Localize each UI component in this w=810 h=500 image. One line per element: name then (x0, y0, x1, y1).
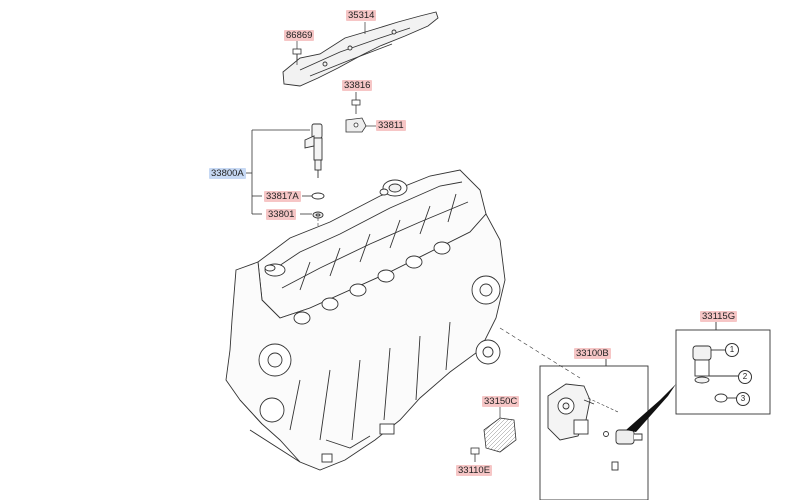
part-label-33800A[interactable]: 33800A (209, 168, 246, 179)
clamp-33811-illustration (345, 117, 367, 133)
part-label-33100B[interactable]: 33100B (574, 348, 611, 359)
injector-illustration (304, 123, 323, 178)
part-label-33816[interactable]: 33816 (342, 80, 373, 91)
callout-2: 2 (738, 370, 752, 384)
part-label-33817A[interactable]: 33817A (264, 191, 301, 202)
part-label-33801[interactable]: 33801 (266, 209, 297, 220)
part-label-33110E[interactable]: 33110E (456, 465, 493, 476)
bolt-33110E-illustration (470, 447, 480, 462)
part-label-33115G[interactable]: 33115G (700, 311, 738, 322)
bolt-33816-illustration (351, 92, 361, 114)
group-bracket (246, 129, 312, 215)
part-label-35314[interactable]: 35314 (346, 10, 377, 21)
part-label-33811[interactable]: 33811 (376, 120, 406, 131)
solenoid-valve-illustration (692, 345, 738, 403)
fuel-valve-illustration (603, 429, 643, 471)
o-ring-33817A-illustration (311, 192, 325, 200)
gasket-33150C-illustration (483, 417, 517, 453)
engine-block-illustration (225, 169, 506, 471)
part-label-86869[interactable]: 86869 (284, 30, 315, 41)
high-pressure-pump-illustration (547, 383, 595, 441)
pump-assembly-frame (539, 359, 649, 500)
part-label-33150C[interactable]: 33150C (482, 396, 520, 407)
callout-3: 3 (736, 392, 750, 406)
zoom-pointer (626, 384, 676, 432)
bolt-86869-illustration (292, 48, 302, 60)
heat-shield-illustration (282, 11, 439, 87)
callout-1: 1 (725, 343, 739, 357)
washer-33801-illustration (312, 211, 324, 219)
detail-frame (675, 322, 771, 415)
